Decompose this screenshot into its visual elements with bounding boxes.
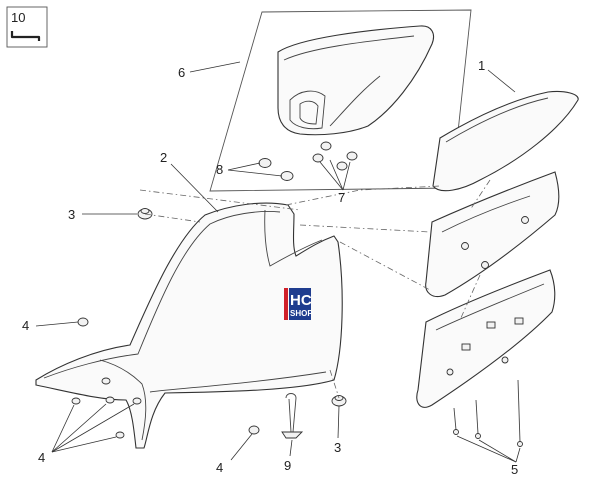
rider-seat bbox=[35, 202, 343, 449]
spacer bbox=[336, 161, 348, 171]
callout-3: 3 bbox=[334, 440, 341, 455]
callout-8: 8 bbox=[216, 162, 223, 177]
callout-4: 4 bbox=[38, 450, 45, 465]
screws-5 bbox=[453, 379, 523, 447]
callout-3: 3 bbox=[68, 207, 75, 222]
callout-5: 5 bbox=[511, 462, 518, 477]
tail-cover-middle bbox=[425, 171, 560, 298]
inset-number: 10 bbox=[11, 10, 25, 25]
alignment-lines bbox=[139, 179, 491, 399]
callout-1: 1 bbox=[478, 58, 485, 73]
callout-6: 6 bbox=[178, 65, 185, 80]
callout-2: 2 bbox=[160, 150, 167, 165]
hc-shop-logo: HC SHOP bbox=[284, 288, 313, 320]
rubber-grommet bbox=[258, 158, 272, 168]
fastener-3-upper bbox=[137, 208, 153, 220]
seat-lock-pin bbox=[281, 393, 304, 439]
hex-key-icon bbox=[10, 31, 41, 41]
rubber-grommet bbox=[280, 171, 294, 181]
logo-background bbox=[289, 288, 311, 320]
spacer bbox=[346, 151, 358, 161]
logo-text-shop: SHOP bbox=[290, 309, 313, 318]
inset-box-10: 10 bbox=[6, 6, 48, 48]
tail-cover-upper bbox=[432, 90, 579, 192]
callout-4: 4 bbox=[216, 460, 223, 475]
leader-lines bbox=[35, 61, 521, 463]
callout-4: 4 bbox=[22, 318, 29, 333]
fasteners-4 bbox=[71, 317, 260, 439]
callout-9: 9 bbox=[284, 458, 291, 473]
fastener-3-lower bbox=[331, 395, 347, 407]
logo-stripe bbox=[284, 288, 288, 320]
spacer bbox=[320, 141, 332, 151]
passenger-cowl-panel bbox=[209, 9, 472, 192]
spacer bbox=[312, 153, 324, 163]
tail-frame-lower bbox=[416, 269, 556, 408]
callout-labels: 1 2 3 3 4 4 4 5 6 7 8 9 bbox=[22, 58, 518, 477]
logo-text-hc: HC bbox=[290, 292, 312, 309]
callout-7: 7 bbox=[338, 190, 345, 205]
